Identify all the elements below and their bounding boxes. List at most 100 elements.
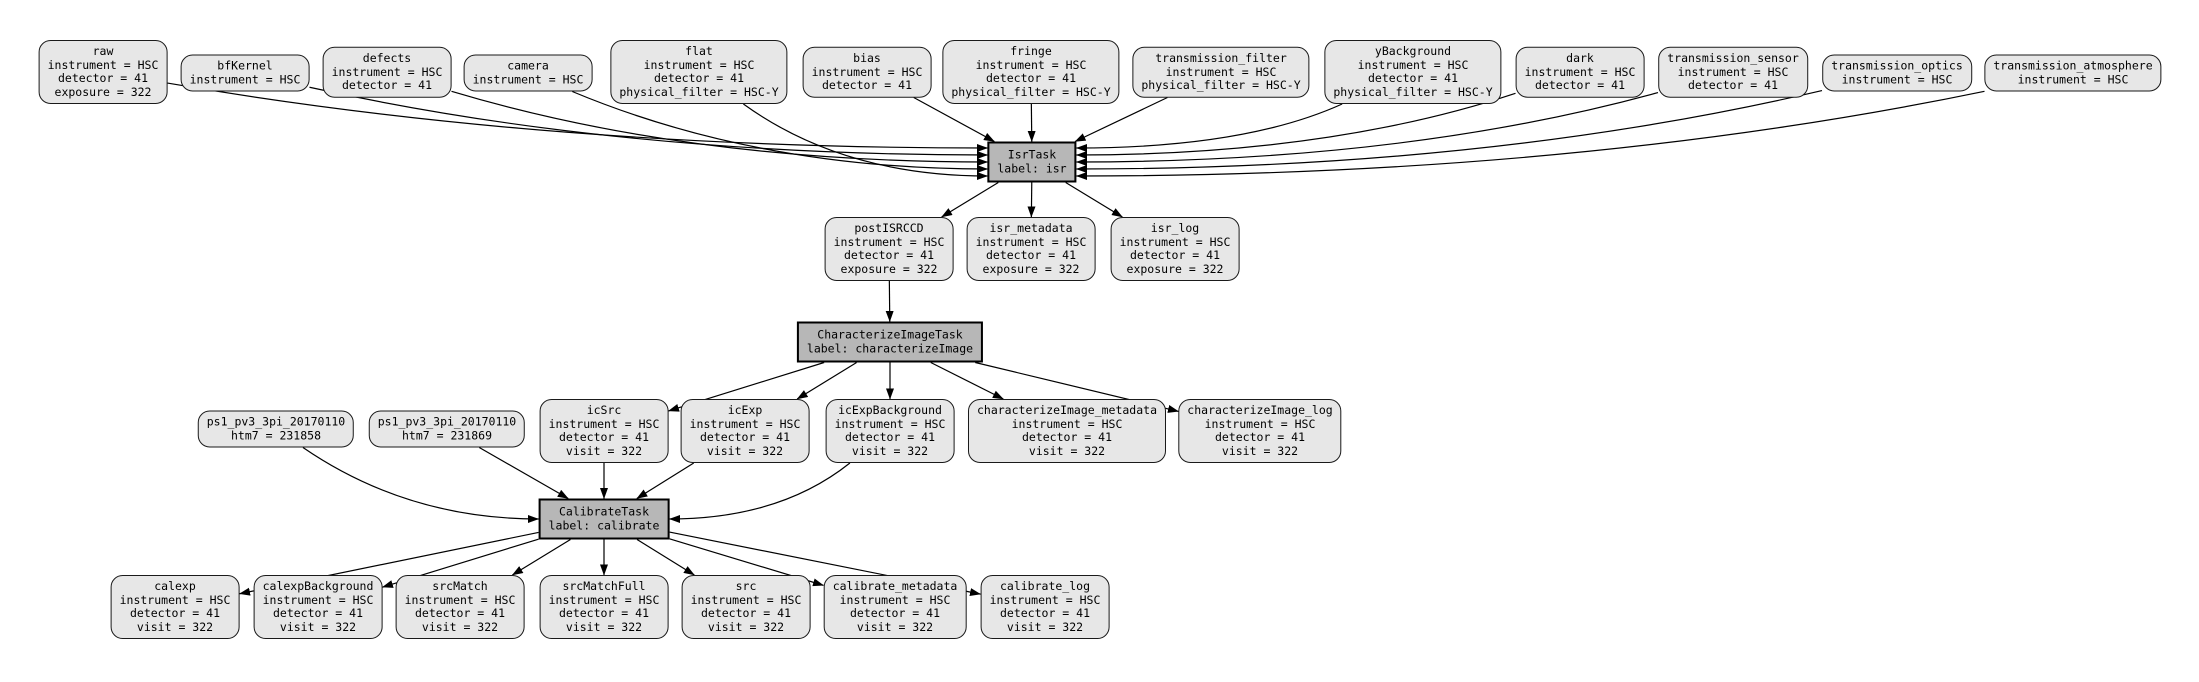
node-title: ps1_pv3_3pi_20170110 — [377, 414, 517, 429]
node-dimension: instrument = HSC — [834, 416, 946, 431]
node-title: icExp — [727, 403, 763, 417]
node-title: calibrate_log — [999, 579, 1090, 593]
node-title: fringe — [1010, 44, 1052, 58]
node-dimension: instrument = HSC — [472, 72, 584, 86]
edge-transmission_atmosphere-to-isr — [1076, 90, 1985, 180]
node-title: transmission_atmosphere — [1993, 58, 2153, 73]
node-dimension: instrument = HSC — [548, 592, 660, 607]
node-title: characterizeImage_metadata — [976, 403, 1158, 417]
node-title: icExpBackground — [838, 403, 942, 417]
node-title: postISRCCD — [854, 221, 924, 235]
node-dimension: htm7 = 231858 — [230, 428, 322, 442]
node-dimension: detector = 41 — [985, 248, 1076, 262]
node-title: ps1_pv3_3pi_20170110 — [206, 414, 346, 429]
node-title: src — [735, 579, 757, 593]
node-dimension: htm7 = 231869 — [401, 428, 493, 442]
node-title: srcMatch — [432, 579, 488, 593]
node-dimension: instrument = HSC — [47, 57, 159, 72]
node-title: transmission_optics — [1831, 58, 1963, 73]
node-dimension: detector = 41 — [1214, 430, 1305, 444]
node-dimension: instrument = HSC — [119, 592, 231, 607]
node-dimension: physical_filter = HSC-Y — [1141, 77, 1301, 92]
node-dimension: instrument = HSC — [689, 416, 801, 431]
node-dimension: detector = 41 — [341, 77, 432, 92]
edge-icExp-to-calibrate — [636, 462, 695, 500]
edge-characterizeImage-to-characterizeImage_metadata — [930, 361, 1004, 400]
edge-raw-to-isr — [167, 82, 988, 152]
node-dimension: instrument = HSC — [262, 592, 374, 607]
node-title: raw — [92, 44, 114, 58]
node-dimension: instrument = HSC — [1841, 72, 1953, 86]
node-dimension: visit = 322 — [565, 443, 643, 458]
node-title: bfKernel — [217, 58, 273, 73]
edge-bias-to-isr — [913, 96, 995, 143]
node-dimension: detector = 41 — [843, 248, 934, 262]
node-dimension: visit = 322 — [136, 619, 214, 634]
node-dimension: detector = 41 — [653, 71, 744, 85]
node-dimension: physical_filter = HSC-Y — [619, 84, 779, 99]
node-title: transmission_sensor — [1667, 50, 1799, 65]
node-dimension: instrument = HSC — [548, 416, 660, 431]
node-title: icSrc — [586, 403, 622, 417]
node-dimension: instrument = HSC — [189, 72, 301, 86]
node-dimension: detector = 41 — [1687, 77, 1778, 92]
node-dimension: visit = 322 — [707, 619, 785, 634]
node-dimension: detector = 41 — [1129, 248, 1220, 262]
node-dimension: instrument = HSC — [690, 592, 802, 607]
edge-ps1_htm7_231858-to-calibrate — [302, 447, 539, 523]
node-dimension: instrument = HSC — [1119, 234, 1231, 249]
edge-camera-to-isr — [572, 90, 988, 173]
node-title: srcMatchFull — [562, 579, 646, 593]
node-dimension: visit = 322 — [1028, 443, 1106, 458]
node-dimension: detector = 41 — [558, 430, 649, 444]
node-dimension: detector = 41 — [1534, 77, 1625, 92]
edge-ps1_htm7_231869-to-calibrate — [478, 446, 569, 500]
node-title: isr_metadata — [989, 221, 1073, 235]
node-dimension: instrument = HSC — [811, 64, 923, 79]
node-dimension: exposure = 322 — [54, 84, 152, 99]
node-dimension: detector = 41 — [57, 71, 148, 85]
node-dimension: label: isr — [997, 161, 1067, 175]
edge-dark-to-isr — [1076, 92, 1516, 159]
node-dimension: detector = 41 — [844, 430, 935, 444]
node-title: flat — [685, 44, 713, 58]
node-title: isr_log — [1150, 221, 1200, 235]
node-dimension: detector = 41 — [700, 606, 791, 620]
node-title: transmission_filter — [1155, 50, 1287, 65]
node-title: calexpBackground — [262, 579, 374, 593]
edge-icExpBackground-to-calibrate — [669, 462, 851, 523]
node-dimension: visit = 322 — [851, 443, 929, 458]
node-dimension: detector = 41 — [821, 77, 912, 92]
node-dimension: instrument = HSC — [331, 64, 443, 79]
node-title: calexp — [154, 579, 196, 593]
node-dimension: detector = 41 — [558, 606, 649, 620]
node-title: defects — [362, 50, 412, 65]
node-dimension: detector = 41 — [985, 71, 1076, 85]
node-dimension: detector = 41 — [1367, 71, 1458, 85]
edge-flat-to-isr — [743, 103, 988, 180]
node-dimension: visit = 322 — [421, 619, 499, 634]
node-dimension: exposure = 322 — [840, 261, 938, 276]
